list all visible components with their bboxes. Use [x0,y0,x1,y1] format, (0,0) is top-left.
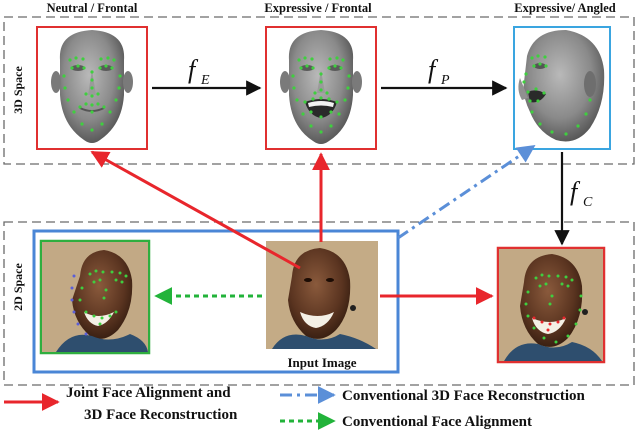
label-3d-space: 3D Space [11,65,25,113]
label-2d-space: 2D Space [11,262,25,310]
svg-text:f: f [188,55,199,84]
face-3d-expressive [266,27,376,149]
legend-joint-line1: Joint Face Alignment and [66,385,231,401]
photo-alignment-result [41,241,149,353]
legend-conv-align: Conventional Face Alignment [342,414,532,430]
svg-text:C: C [583,195,593,210]
svg-text:f: f [428,55,439,84]
label-f-c: f C [570,177,593,210]
svg-text:f: f [570,177,581,206]
header-expressive-angled: Expressive/ Angled [514,1,616,15]
legend-joint-line2: 3D Face Reconstruction [84,407,238,423]
label-f-e: f E [188,55,210,88]
header-expressive-frontal: Expressive / Frontal [264,1,372,15]
face-3d-angled [514,27,610,149]
legend: Joint Face Alignment and 3D Face Reconst… [4,385,586,430]
header-neutral-frontal: Neutral / Frontal [47,1,138,15]
svg-text:E: E [200,73,210,88]
arrow-conventional-3d [398,146,534,238]
photo-joint-result [498,248,604,362]
legend-conv-3d: Conventional 3D Face Reconstruction [342,388,586,404]
svg-text:P: P [440,73,450,88]
input-image-caption: Input Image [288,355,357,370]
label-f-p: f P [428,55,450,88]
face-3d-neutral [37,27,147,149]
